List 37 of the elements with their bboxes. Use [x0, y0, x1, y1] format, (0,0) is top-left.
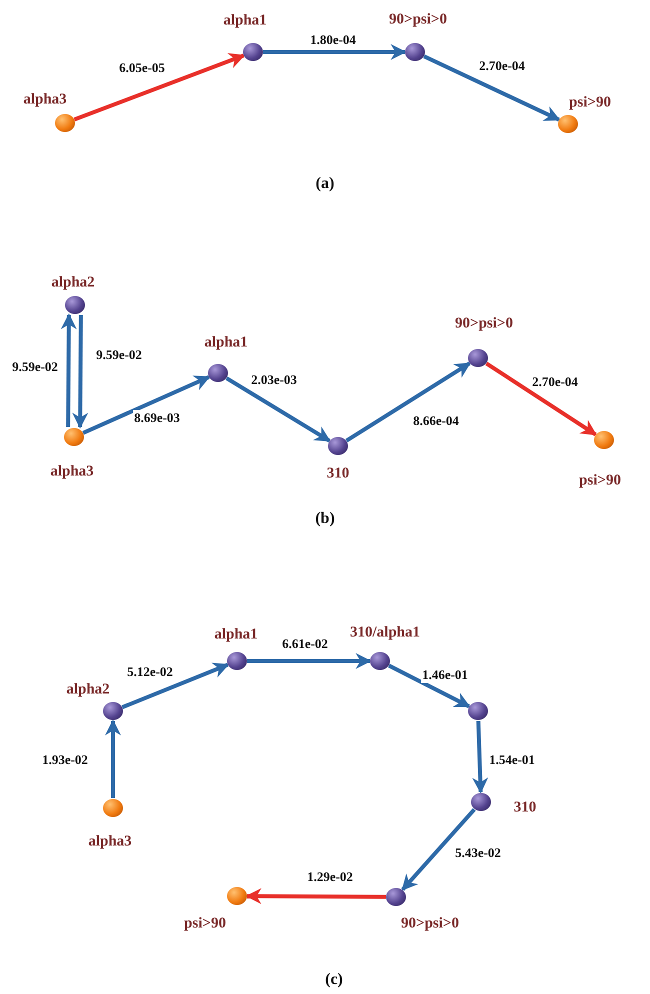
- node-label: alpha1: [223, 12, 267, 30]
- arrow: [105, 719, 121, 798]
- node-label: 90>psi>0: [389, 12, 447, 28]
- node-label: alpha3: [88, 834, 132, 850]
- arrow: [423, 54, 560, 122]
- arrow: [401, 808, 476, 891]
- node-label: alpha1: [214, 626, 258, 644]
- arrow: [345, 362, 471, 442]
- arrow: [388, 664, 471, 708]
- node-label: 310: [326, 466, 350, 482]
- node-label: 90>psi>0: [401, 916, 459, 932]
- arrow: [60, 313, 77, 427]
- arrow: [122, 662, 230, 710]
- arrow: [82, 375, 210, 435]
- edge-label: 1.46e-01: [421, 667, 469, 683]
- node-label: alpha1: [204, 334, 248, 352]
- node-label: alpha3: [23, 92, 67, 108]
- arrow: [74, 53, 246, 122]
- node-label: 90>psi>0: [455, 316, 513, 332]
- arrow: [226, 376, 331, 443]
- node-label: alpha2: [51, 274, 95, 292]
- arrow: [245, 888, 386, 904]
- node-label: psi>90: [579, 472, 621, 490]
- panel-label: (c): [325, 971, 343, 989]
- node-label: 310: [514, 800, 536, 816]
- arrow: [263, 44, 407, 60]
- panel-label: (b): [315, 510, 335, 528]
- node-label: 310/alpha1: [350, 624, 420, 642]
- arrow: [247, 653, 372, 669]
- node-label: alpha2: [66, 682, 110, 698]
- arrow: [72, 315, 88, 429]
- node-label: psi>90: [184, 916, 226, 932]
- arrow: [485, 362, 597, 436]
- arrow: [472, 720, 488, 794]
- panel-label: (a): [316, 175, 334, 193]
- node-label: alpha3: [50, 464, 94, 480]
- node-label: psi>90: [569, 94, 611, 112]
